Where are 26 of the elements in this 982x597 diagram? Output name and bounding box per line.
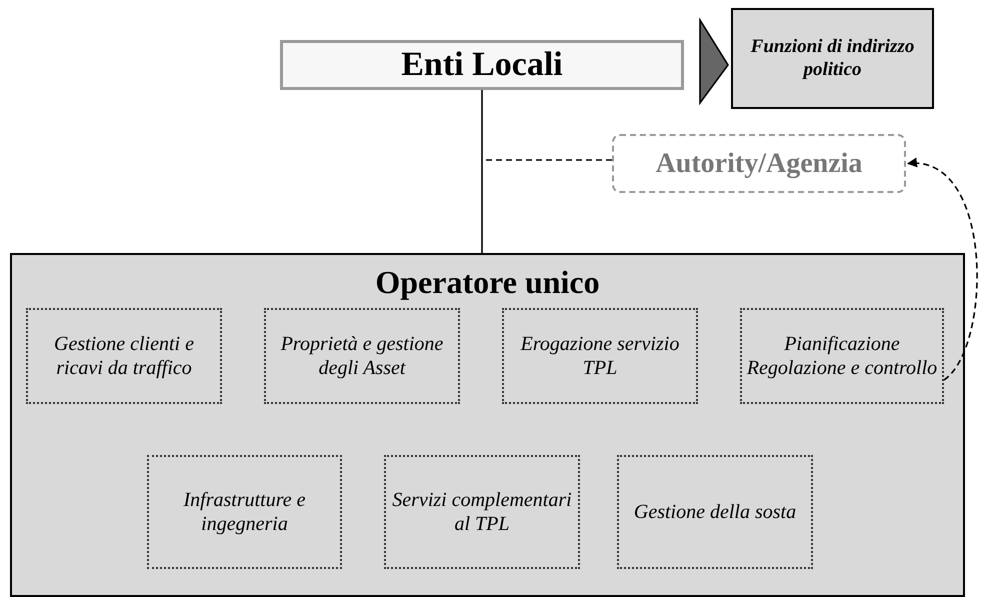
- authority-box: [612, 134, 906, 193]
- function-area-box: [264, 308, 460, 404]
- chevron-arrow: [699, 17, 729, 106]
- function-area-label: Proprietà e gestione degli Asset: [280, 332, 444, 380]
- function-area-label: Pianificazione Regolazione e controllo: [746, 332, 938, 380]
- dashed-connector: [484, 159, 612, 161]
- function-area-box: [384, 455, 580, 569]
- function-label: Funzioni di indirizzo politico: [750, 36, 916, 82]
- function-area-box: [26, 308, 222, 404]
- function-area-label: Gestione clienti e ricavi da traffico: [53, 332, 195, 380]
- function-area-box: [502, 308, 698, 404]
- entity-box: [280, 40, 684, 90]
- function-area-box: [147, 455, 342, 569]
- function-area-box: [617, 455, 813, 569]
- operator-title: Operatore unico: [375, 265, 600, 300]
- function-area-label: Servizi complementari al TPL: [391, 488, 573, 536]
- operator-container: [10, 253, 965, 597]
- function-area-label: Infrastrutture e ingegneria: [182, 488, 307, 536]
- connector-line: [481, 90, 483, 253]
- dashed-connector: [907, 159, 978, 381]
- function-area-label: Gestione della sosta: [632, 500, 798, 524]
- function-area-label: Erogazione servizio TPL: [520, 332, 680, 380]
- function-area-box: [740, 308, 944, 404]
- function-box: [731, 8, 934, 109]
- authority-label: Autority/Agenzia: [656, 148, 862, 180]
- entity-title: Enti Locali: [401, 46, 563, 84]
